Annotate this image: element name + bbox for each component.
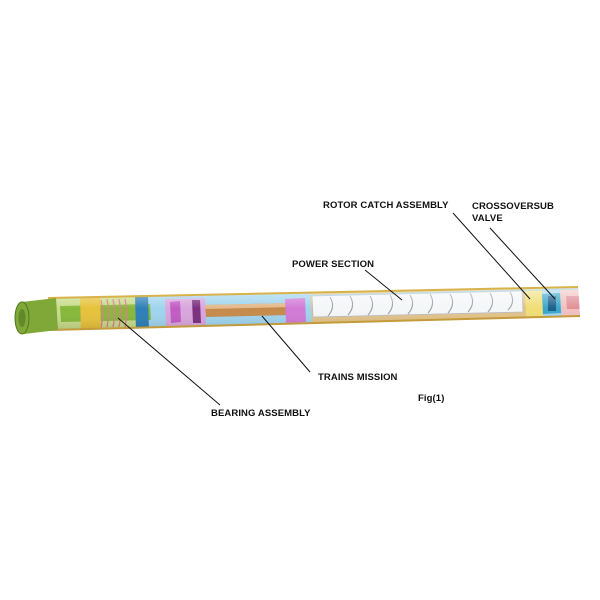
labels: ROTOR CATCH ASSEMBLY CROSSOVERSUB VALVE … bbox=[211, 200, 554, 419]
label-transmission: TRAINS MISSION bbox=[318, 372, 398, 383]
leader-crossover bbox=[489, 227, 556, 300]
tool-body bbox=[14, 286, 581, 335]
leader-transmission bbox=[261, 315, 311, 373]
label-crossover-line2: VALVE bbox=[472, 213, 503, 224]
leader-rotor-catch bbox=[452, 212, 531, 300]
label-rotor-catch: ROTOR CATCH ASSEMBLY bbox=[323, 200, 449, 211]
label-figure: Fig(1) bbox=[418, 393, 444, 404]
label-crossover-line1: CROSSOVERSUB bbox=[472, 201, 554, 212]
leader-power-section bbox=[364, 269, 403, 301]
housing-top-edge bbox=[47, 286, 579, 299]
leader-bearing bbox=[117, 317, 221, 406]
housing-inner-line bbox=[159, 288, 579, 300]
label-power-section: POWER SECTION bbox=[292, 259, 374, 270]
label-bearing: BEARING ASSEMBLY bbox=[211, 408, 311, 419]
bit-box bbox=[14, 298, 58, 335]
leader-lines bbox=[117, 212, 556, 406]
housing-bottom-edge bbox=[49, 315, 581, 331]
